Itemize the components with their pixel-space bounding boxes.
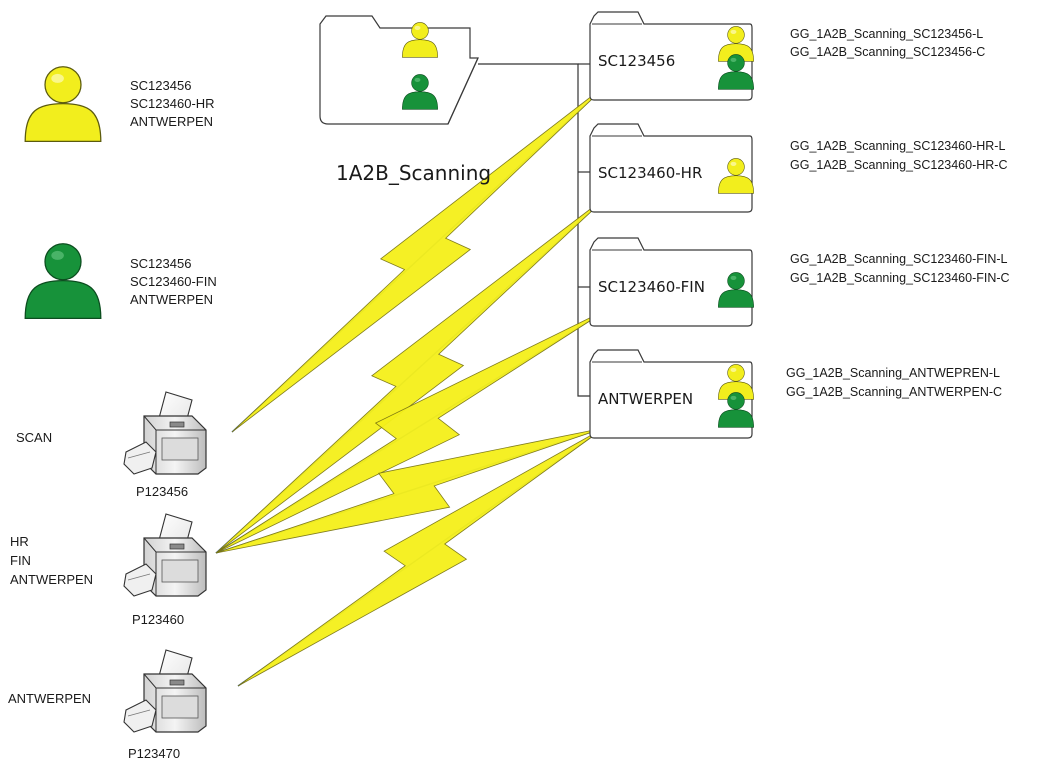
printer-name: P123470 bbox=[128, 746, 180, 761]
security-group-label: GG_1A2B_Scanning_ANTWEPREN-L bbox=[786, 366, 1000, 380]
share-folder-label: SC123460-HR bbox=[598, 164, 702, 182]
share-folder: ANTWERPEN GG_1A2B_Scanning_ANTWEPREN-L GG_… bbox=[589, 349, 1002, 439]
printer-scan-tag: HR bbox=[10, 534, 29, 549]
tree-connectors bbox=[478, 63, 590, 397]
green-user-scope-line: ANTWERPEN bbox=[130, 292, 213, 307]
printer-scan-tag: FIN bbox=[10, 553, 31, 568]
share-folder: SC123460-HR GG_1A2B_Scanning_SC123460-HR-… bbox=[589, 123, 1008, 213]
tree-trunk bbox=[478, 63, 590, 397]
green-user-icon bbox=[24, 243, 102, 320]
share-folder: SC123456 GG_1A2B_Scanning_SC123456-L GG_1A… bbox=[589, 11, 985, 101]
share-folder: SC123460-FIN GG_1A2B_Scanning_SC123460-FI… bbox=[589, 237, 1010, 327]
share-folder-label: SC123460-FIN bbox=[598, 278, 705, 296]
folder-icon bbox=[319, 15, 479, 125]
yellow-user-scope-line: SC123460-HR bbox=[130, 96, 215, 111]
root-share-label: 1A2B_Scanning bbox=[336, 161, 491, 185]
printer-scan-tag: ANTWERPEN bbox=[10, 572, 93, 587]
security-group-label: GG_1A2B_Scanning_SC123460-FIN-C bbox=[790, 271, 1010, 285]
printer-name: P123456 bbox=[136, 484, 188, 499]
share-folder-label: SC123456 bbox=[598, 52, 675, 70]
share-folder-label: ANTWERPEN bbox=[598, 390, 693, 408]
printer-scan-tag: ANTWERPEN bbox=[8, 691, 91, 706]
root-share-folder: 1A2B_Scanning bbox=[319, 15, 491, 185]
printer-icon bbox=[123, 513, 207, 597]
printer-icon bbox=[123, 649, 207, 733]
green-user-scope-line: SC123460-FIN bbox=[130, 274, 217, 289]
yellow-user-icon bbox=[24, 66, 102, 143]
yellow-user-scope-line: SC123456 bbox=[130, 78, 191, 93]
security-group-label: GG_1A2B_Scanning_SC123456-L bbox=[790, 27, 983, 41]
scanner-printer: P123460 HR FIN ANTWERPEN bbox=[10, 513, 207, 627]
printer-scan-tag: SCAN bbox=[16, 430, 52, 445]
security-group-label: GG_1A2B_Scanning_SC123460-FIN-L bbox=[790, 252, 1008, 266]
scanner-printer: P123470 ANTWERPEN bbox=[8, 649, 207, 761]
yellow-user-scope-line: ANTWERPEN bbox=[130, 114, 213, 129]
printer-name: P123460 bbox=[132, 612, 184, 627]
security-group-label: GG_1A2B_Scanning_ANTWERPEN-C bbox=[786, 385, 1002, 399]
green-user-scope-line: SC123456 bbox=[130, 256, 191, 271]
security-group-label: GG_1A2B_Scanning_SC123460-HR-C bbox=[790, 158, 1008, 172]
security-group-label: GG_1A2B_Scanning_SC123460-HR-L bbox=[790, 139, 1005, 153]
users-legend: SC123456SC123460-HRANTWERPENSC123456SC12… bbox=[24, 66, 217, 320]
security-group-label: GG_1A2B_Scanning_SC123456-C bbox=[790, 45, 985, 59]
printer-icon bbox=[123, 391, 207, 475]
scanner-printer: P123456 SCAN bbox=[16, 391, 207, 499]
